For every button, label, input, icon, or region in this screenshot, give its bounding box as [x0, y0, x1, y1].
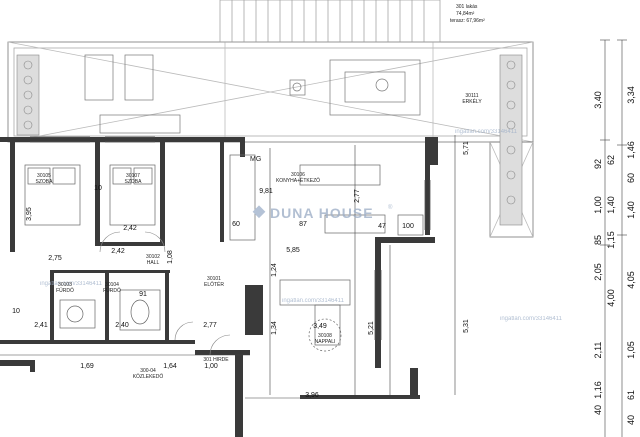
room-hirdeto: 301 HIRDE [203, 357, 229, 363]
dim-100: 100 [402, 223, 414, 230]
room-szoba2-number: 30107 [126, 173, 140, 179]
dim-3-49: 3,49 [313, 323, 327, 330]
room-kozlekedo-number: 300-04 [140, 368, 156, 374]
vdim-left-6: 2,11 [593, 342, 603, 359]
terrace-furniture [84, 54, 421, 134]
vdim-left-8: 1,16 [593, 381, 603, 399]
door-swings [99, 231, 231, 356]
dim-1-08: 1,08 [167, 250, 174, 264]
room-hall-name: HALL [147, 260, 160, 266]
watermark-site-1: ingatlan.com/33146411 [455, 129, 518, 135]
vdim-left-5: 2,05 [593, 263, 603, 281]
unit-title: 301 lakás [456, 4, 478, 10]
room-furdo2-number: 30104 [105, 282, 119, 288]
room-hall-number: 30102 [146, 254, 160, 260]
vdim-mid-3: 1,15 [606, 231, 616, 249]
dim-60: 60 [232, 221, 240, 228]
vdim-right-3: 60 [626, 173, 636, 183]
room-konyha-name: KONYHA+ÉTKEZŐ [276, 177, 320, 184]
vdim-right-8: 40 [626, 415, 636, 425]
watermark: DUNA HOUSE ® ingatlan.com/33146411 ingat… [40, 129, 563, 322]
room-furdo1-name: FÜRDŐ [56, 287, 74, 294]
vdim-left-4: 85 [593, 235, 603, 245]
room-szoba1-number: 30105 [37, 173, 51, 179]
dim-3-96: 3,96 [305, 392, 319, 399]
vdim-left-1: 3,40 [593, 91, 603, 109]
dim-5-31: 5,31 [463, 319, 470, 333]
vdim-right-7: 61 [626, 390, 636, 400]
room-furdo1-number: 30103 [58, 282, 72, 288]
dim-91: 91 [139, 291, 147, 298]
dim-2-42b: 2,42 [111, 248, 125, 255]
terrace-area: terasz: 67,96m² [450, 18, 485, 24]
vertical-dimensions-mid: 62 1,40 1,15 4,00 [606, 155, 616, 307]
plan-dimensions: 9,81 3,95 2,42 2,42 2,75 2,41 2,40 2,77 … [12, 141, 470, 399]
dim-5-21: 5,21 [368, 321, 375, 335]
dim-47: 47 [378, 223, 386, 230]
room-eloter-name: ELŐTÉR [204, 281, 224, 288]
room-eloter-number: 30101 [207, 276, 221, 282]
vdim-mid-4: 4,00 [606, 289, 616, 307]
vdim-left-7: 40 [593, 405, 603, 415]
dim-1-24: 1,24 [271, 263, 278, 277]
vdim-right-1: 3,34 [626, 86, 636, 104]
watermark-site-3: ingatlan.com/33146411 [500, 316, 563, 322]
room-erkely-name: ERKÉLY [462, 98, 482, 105]
roof-stair-detail [219, 0, 441, 43]
unit-total-area: 74,84m² [456, 11, 475, 17]
dim-1-64: 1,64 [163, 363, 177, 370]
planter-left [16, 54, 40, 136]
dim-10a: 10 [94, 185, 102, 192]
dim-1-69: 1,69 [80, 363, 94, 370]
vdim-right-2: 1,46 [626, 141, 636, 159]
room-erkely-number: 30111 [465, 93, 478, 99]
dim-2-40: 2,40 [115, 322, 129, 329]
furniture [24, 154, 424, 352]
dim-9-81: 9,81 [259, 188, 273, 195]
vdim-right-5: 4,05 [626, 271, 636, 289]
dim-1-00: 1,00 [204, 363, 218, 370]
vdim-left-3: 1,00 [593, 196, 603, 214]
room-nappali-name: NAPPALI [315, 339, 336, 345]
dim-2-42a: 2,42 [123, 225, 137, 232]
windows [30, 136, 431, 340]
vertical-dimensions-right: 3,34 1,46 60 1,40 4,05 1,05 61 40 [626, 86, 636, 425]
watermark-site-4: ingatlan.com/33146411 [40, 281, 103, 287]
dim-5-85: 5,85 [286, 247, 300, 254]
vdim-right-4: 1,40 [626, 201, 636, 219]
dim-87: 87 [299, 221, 307, 228]
vdim-mid-2: 1,40 [606, 196, 616, 214]
room-nappali-number: 30108 [318, 333, 332, 339]
room-kozlekedo-name: KÖZLEKEDŐ [133, 373, 164, 380]
watermark-brand: DUNA HOUSE [270, 205, 374, 221]
dim-1-34: 1,34 [271, 321, 278, 335]
room-szoba1-name: SZOBA [36, 179, 54, 185]
planter-right [499, 54, 523, 226]
room-szoba2-name: SZOBA [125, 179, 143, 185]
mg-label: MG [250, 156, 261, 163]
dim-2-41: 2,41 [34, 322, 48, 329]
room-labels: 30105 SZOBA 30107 SZOBA 30106 KONYHA+ÉTK… [36, 93, 483, 380]
dim-2-75: 2,75 [48, 255, 62, 262]
apartment-walls [0, 137, 438, 437]
vdim-left-2: 92 [593, 159, 603, 169]
dim-3-95: 3,95 [26, 207, 33, 221]
dim-2-77: 2,77 [203, 322, 217, 329]
watermark-site-2: ingatlan.com/33146411 [282, 298, 345, 304]
watermark-trademark: ® [388, 204, 393, 211]
dim-2-77b: 2,77 [354, 189, 361, 203]
vertical-dimensions-left: 3,40 92 1,00 85 2,05 2,11 40 1,16 [593, 91, 603, 415]
vdim-right-6: 1,05 [626, 341, 636, 359]
room-konyha-number: 30106 [291, 172, 305, 178]
dimension-lines [0, 39, 627, 437]
room-furdo2-name: FÜRDŐ [103, 287, 121, 294]
dim-5-71: 5,71 [463, 141, 470, 155]
dim-10b: 10 [12, 308, 20, 315]
vdim-mid-1: 62 [606, 155, 616, 165]
